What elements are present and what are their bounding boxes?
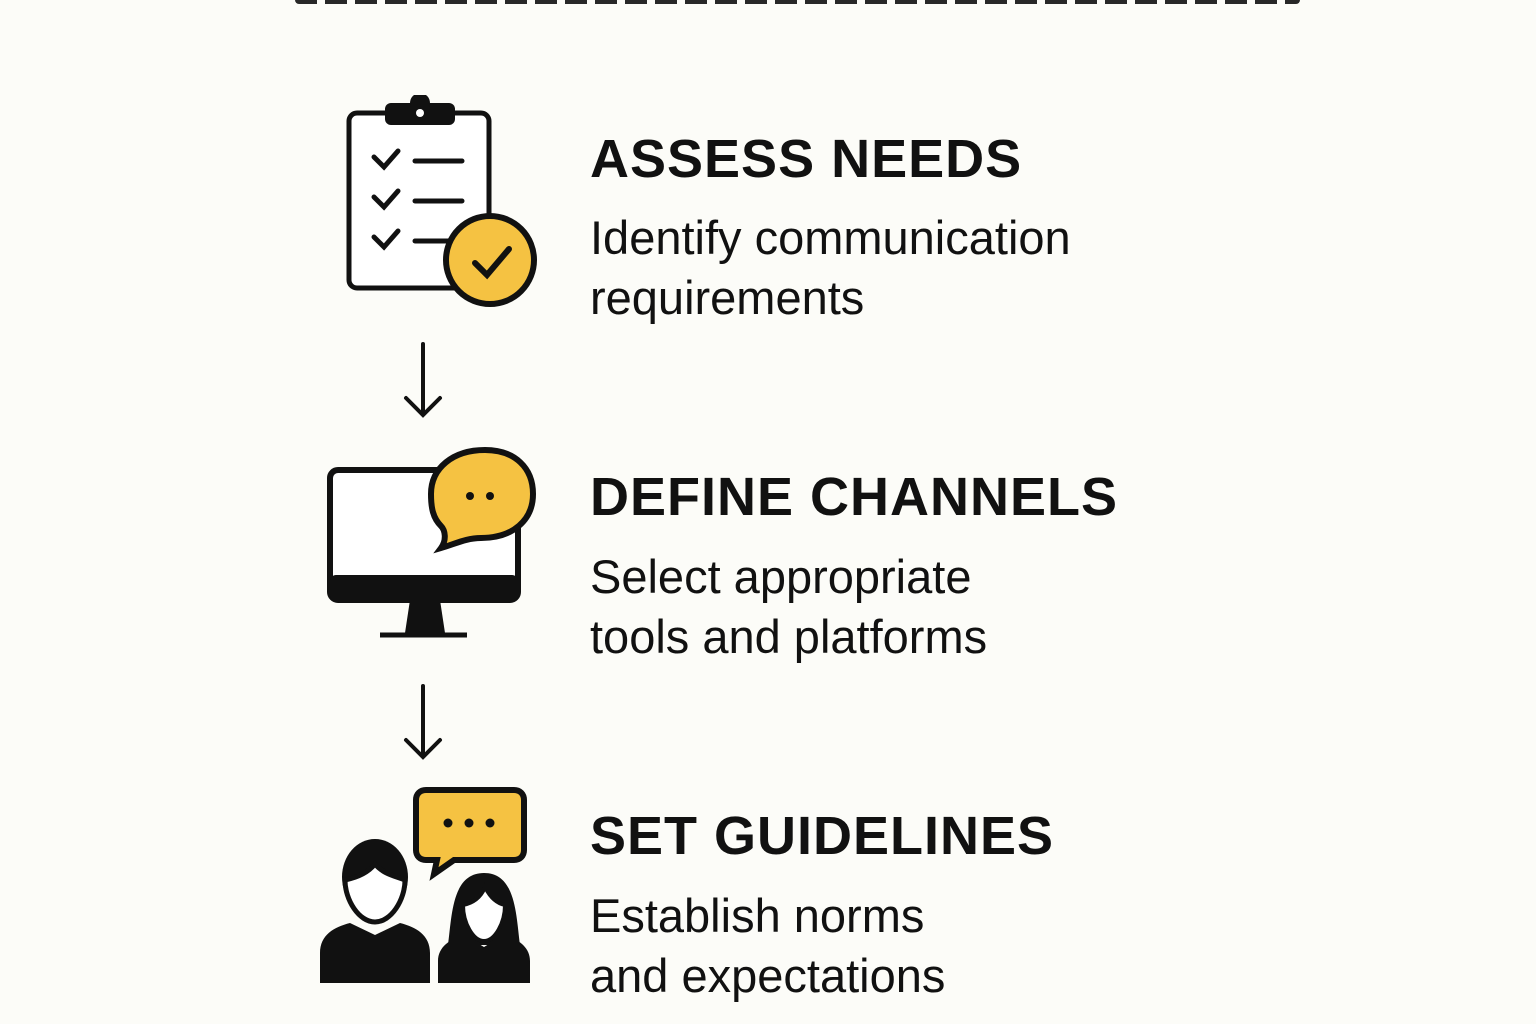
- cut-off-title: [295, 0, 1300, 4]
- clipboard-check-icon: [346, 95, 537, 307]
- step-3-description: Establish norms and expectations: [590, 886, 945, 1006]
- step-3-line-2: and expectations: [590, 949, 946, 1002]
- step-1-title: ASSESS NEEDS: [590, 129, 1023, 189]
- step-1-line-1: Identify communication: [590, 211, 1071, 264]
- step-3-title: SET GUIDELINES: [590, 806, 1055, 866]
- step-1-line-2: requirements: [590, 271, 865, 324]
- down-arrow-icon: [404, 342, 442, 418]
- step-2-line-1: Select appropriate: [590, 550, 972, 603]
- step-1-description: Identify communication requirements: [590, 208, 1071, 328]
- step-2-title: DEFINE CHANNELS: [590, 467, 1119, 527]
- monitor-chat-icon: [327, 446, 537, 638]
- down-arrow-icon: [404, 684, 442, 760]
- step-2-line-2: tools and platforms: [590, 610, 988, 663]
- step-3-line-1: Establish norms: [590, 889, 925, 942]
- step-2-description: Select appropriate tools and platforms: [590, 547, 987, 667]
- people-chat-icon: [320, 787, 530, 983]
